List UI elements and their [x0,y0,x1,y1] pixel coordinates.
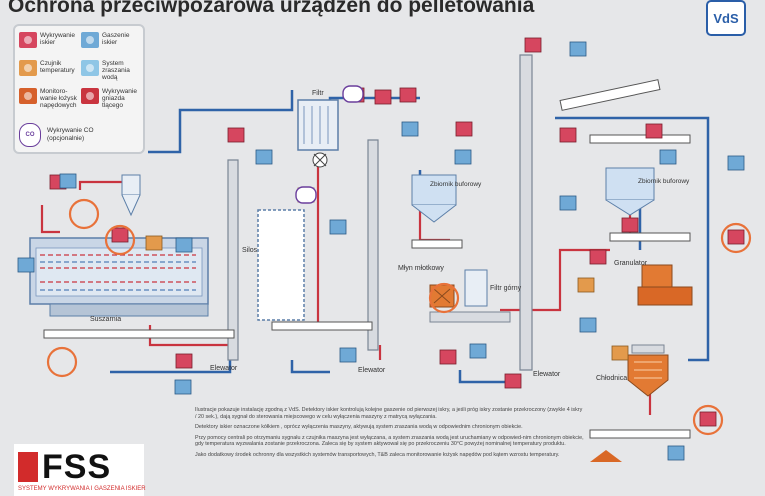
svg-text:Filtr górny: Filtr górny [490,285,522,292]
vds-badge: VdS [706,0,746,36]
co-detector-icons [295,85,364,204]
legend-item-sprinkler-system: System zraszania wodą [81,60,140,81]
elevator-label-1: Elewator [210,365,238,372]
granulator-unit: Granulator [614,260,693,306]
co-detector-icon: CO [19,123,41,147]
cyclone [121,174,141,217]
extinguishing-icons [17,41,745,461]
smoulder-detector-icon [81,88,99,104]
page-title: Ochrona przeciwpożarowa urządzeń do pell… [8,0,535,17]
mill-base [429,311,511,323]
cooler-unit: Chłodnica [596,344,669,397]
spark-detector-icon [19,32,37,48]
pellet-output-pile [590,450,622,462]
svg-text:Granulator: Granulator [614,260,648,267]
silo-unit: Silos [242,209,305,321]
legend-panel: Wykrywanie iskier Gaszenie iskier Czujni… [13,24,145,154]
legend-item-spark-extinguishing: Gaszenie iskier [81,32,140,48]
elevator-columns [227,54,533,371]
legend-co-label: Wykrywanie CO (opcjonalnie) [47,127,94,142]
description-text: Ilustracje pokazuje instalację zgodną z … [195,407,584,458]
extinguishing-valve-icon [81,32,99,48]
buffer-tank-2: Zbiornik buforowy [605,167,690,216]
sprinkler-trigger-circles [46,198,752,436]
elevator-label-3: Elewator [533,371,561,378]
filter-label: Filtr [312,90,324,97]
legend-item-temperature-sensor: Czujnik temperatury [19,60,78,76]
filter-unit: Filtr [297,90,339,168]
legend-item-smoulder-detection: Wykrywanie gniazda tlącego [81,88,140,109]
upper-filter: Filtr górny [464,269,522,307]
elevator-label-2: Elewator [358,367,386,374]
temperature-sensor-icon [19,60,37,76]
screw-conveyors [43,79,691,439]
silo-label: Silos [242,247,258,254]
svg-text:Chłodnica: Chłodnica [596,375,627,382]
fss-flame-icon [18,452,38,482]
svg-text:Zbiornik buforowy: Zbiornik buforowy [430,181,482,188]
svg-text:Młyn młotkowy: Młyn młotkowy [398,265,444,272]
bearing-monitor-icon [19,88,37,104]
sprinkler-icon [81,60,99,76]
legend-item-spark-detection: Wykrywanie iskier [19,32,78,48]
hammer-mill: Młyn młotkowy [398,265,455,308]
legend-item-bearing-monitoring: Monitoro-wanie łożysk napędowych [19,88,80,109]
dryer-unit: Suszarnia [29,237,209,323]
svg-text:Zbiornik buforowy: Zbiornik buforowy [638,178,690,185]
buffer-tank-1: Zbiornik buforowy [411,174,482,223]
fss-logo: FSS SYSTEMY WYKRYWANIA I GASZENIA ISKIER [14,444,146,496]
dryer-label: Suszarnia [90,316,121,323]
